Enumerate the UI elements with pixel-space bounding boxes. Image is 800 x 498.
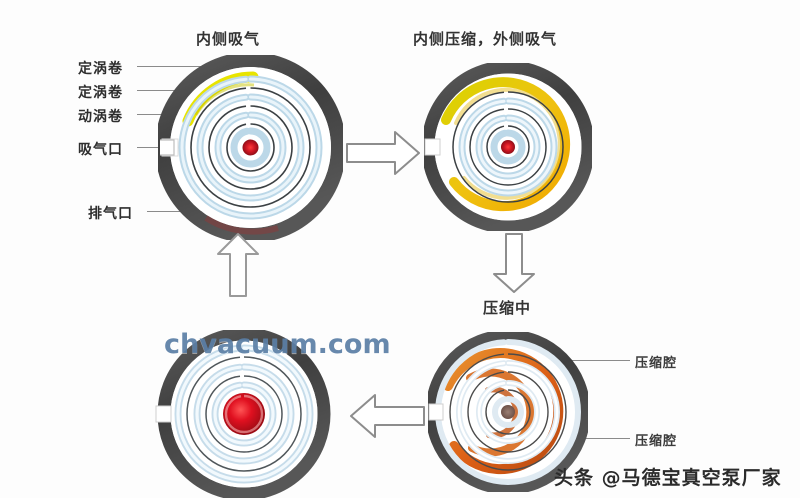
title-stage-1: 内侧吸气 [196, 30, 261, 48]
leader-line-fixed-scroll-1 [137, 66, 207, 67]
label-suction-port: 吸气口 [78, 142, 123, 158]
arrow-down-icon [489, 232, 539, 294]
scroll-pump-stage-1 [158, 55, 343, 240]
leader-line-compression-chamber-2 [548, 438, 630, 439]
label-fixed-scroll-1: 定涡卷 [78, 61, 123, 77]
leader-line-compression-chamber-1 [556, 360, 630, 361]
leader-line-fixed-scroll-2 [137, 90, 199, 91]
title-stage-2: 内侧压缩，外侧吸气 [413, 30, 558, 48]
label-compression-chamber-1: 压缩腔 [635, 356, 678, 371]
label-orbiting-scroll: 动涡卷 [78, 109, 123, 125]
scroll-pump-stage-4 [155, 330, 333, 498]
watermark-chvacuum: chvacuum.com [164, 329, 391, 360]
title-stage-3: 压缩中 [483, 299, 532, 317]
arrow-up-icon [213, 230, 263, 298]
scroll-pump-stage-3 [428, 332, 588, 492]
arrow-right-icon [345, 128, 423, 178]
label-fixed-scroll-2: 定涡卷 [78, 85, 123, 101]
credit-text: 头条 @马德宝真空泵厂家 [554, 467, 782, 489]
label-compression-chamber-2: 压缩腔 [635, 434, 678, 449]
leader-line-suction-port [137, 147, 171, 148]
scroll-pump-stage-2 [424, 63, 592, 231]
label-discharge-port: 排气口 [88, 206, 133, 222]
arrow-left-icon [348, 392, 426, 440]
